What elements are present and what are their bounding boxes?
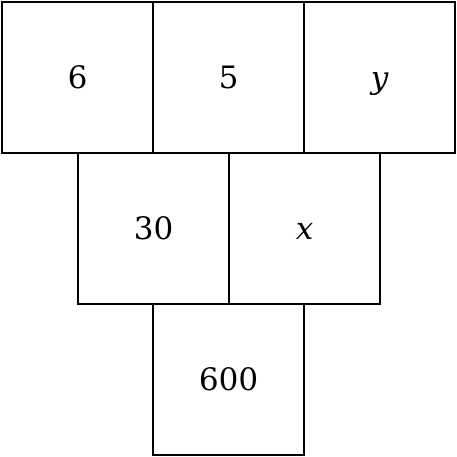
middle-row-cell-2: x [228, 152, 381, 305]
bottom-row-cell-1: 600 [152, 303, 305, 456]
top-row-cell-3: y [303, 1, 456, 154]
cell-value: 30 [133, 210, 174, 247]
top-row-cell-1: 6 [1, 1, 154, 154]
cell-variable-x: x [295, 210, 314, 247]
middle-row-cell-1: 30 [77, 152, 230, 305]
cell-value: 6 [67, 59, 88, 96]
cell-value: 5 [218, 59, 239, 96]
top-row-cell-2: 5 [152, 1, 305, 154]
cell-value: 600 [198, 361, 259, 398]
cell-variable-y: y [370, 59, 389, 96]
